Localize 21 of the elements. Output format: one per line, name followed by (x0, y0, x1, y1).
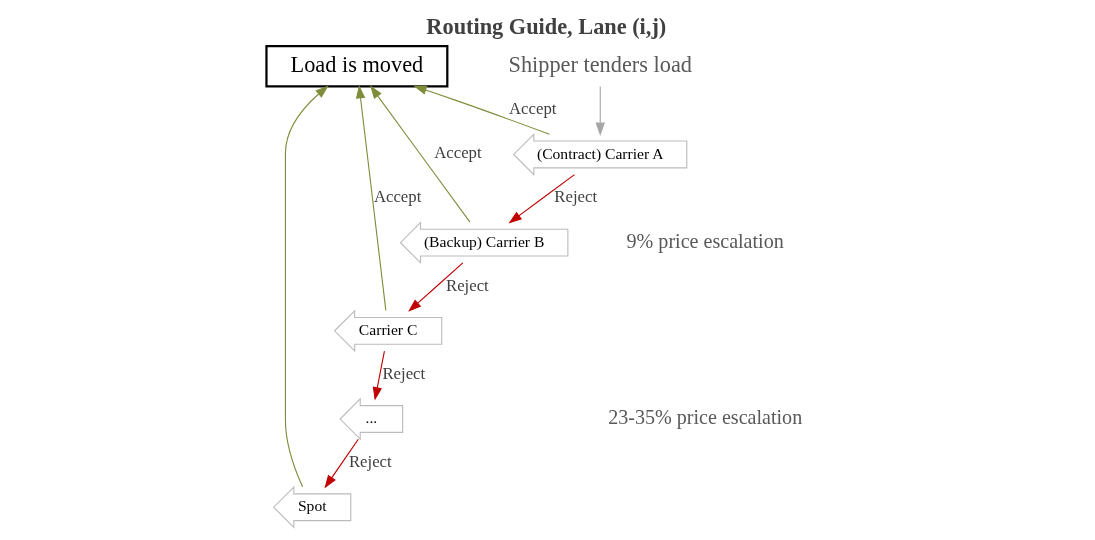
arrow (408, 262, 464, 312)
edge-label: Reject (446, 275, 489, 295)
node-text: Shipper tenders load (508, 51, 692, 77)
arrow (355, 85, 387, 311)
edge-label: Accept (434, 143, 482, 163)
diagram-title: Routing Guide, Lane (i,j) (426, 13, 667, 39)
arrow (413, 85, 550, 135)
edge-label: Accept (509, 99, 557, 119)
arrow (508, 174, 576, 224)
edge-label: Reject (382, 363, 426, 383)
edge-label: Reject (554, 187, 598, 207)
arrow (370, 85, 471, 223)
arrow (284, 85, 329, 488)
arrow (324, 438, 359, 489)
edge-label: Reject (348, 452, 392, 472)
arrow (372, 350, 385, 401)
label: 9% price escalation (626, 229, 784, 252)
label: 23-35% price escalation (608, 405, 803, 428)
arrow (595, 85, 605, 136)
edge-label: Accept (373, 187, 422, 207)
node-box: Load is moved (265, 45, 449, 88)
